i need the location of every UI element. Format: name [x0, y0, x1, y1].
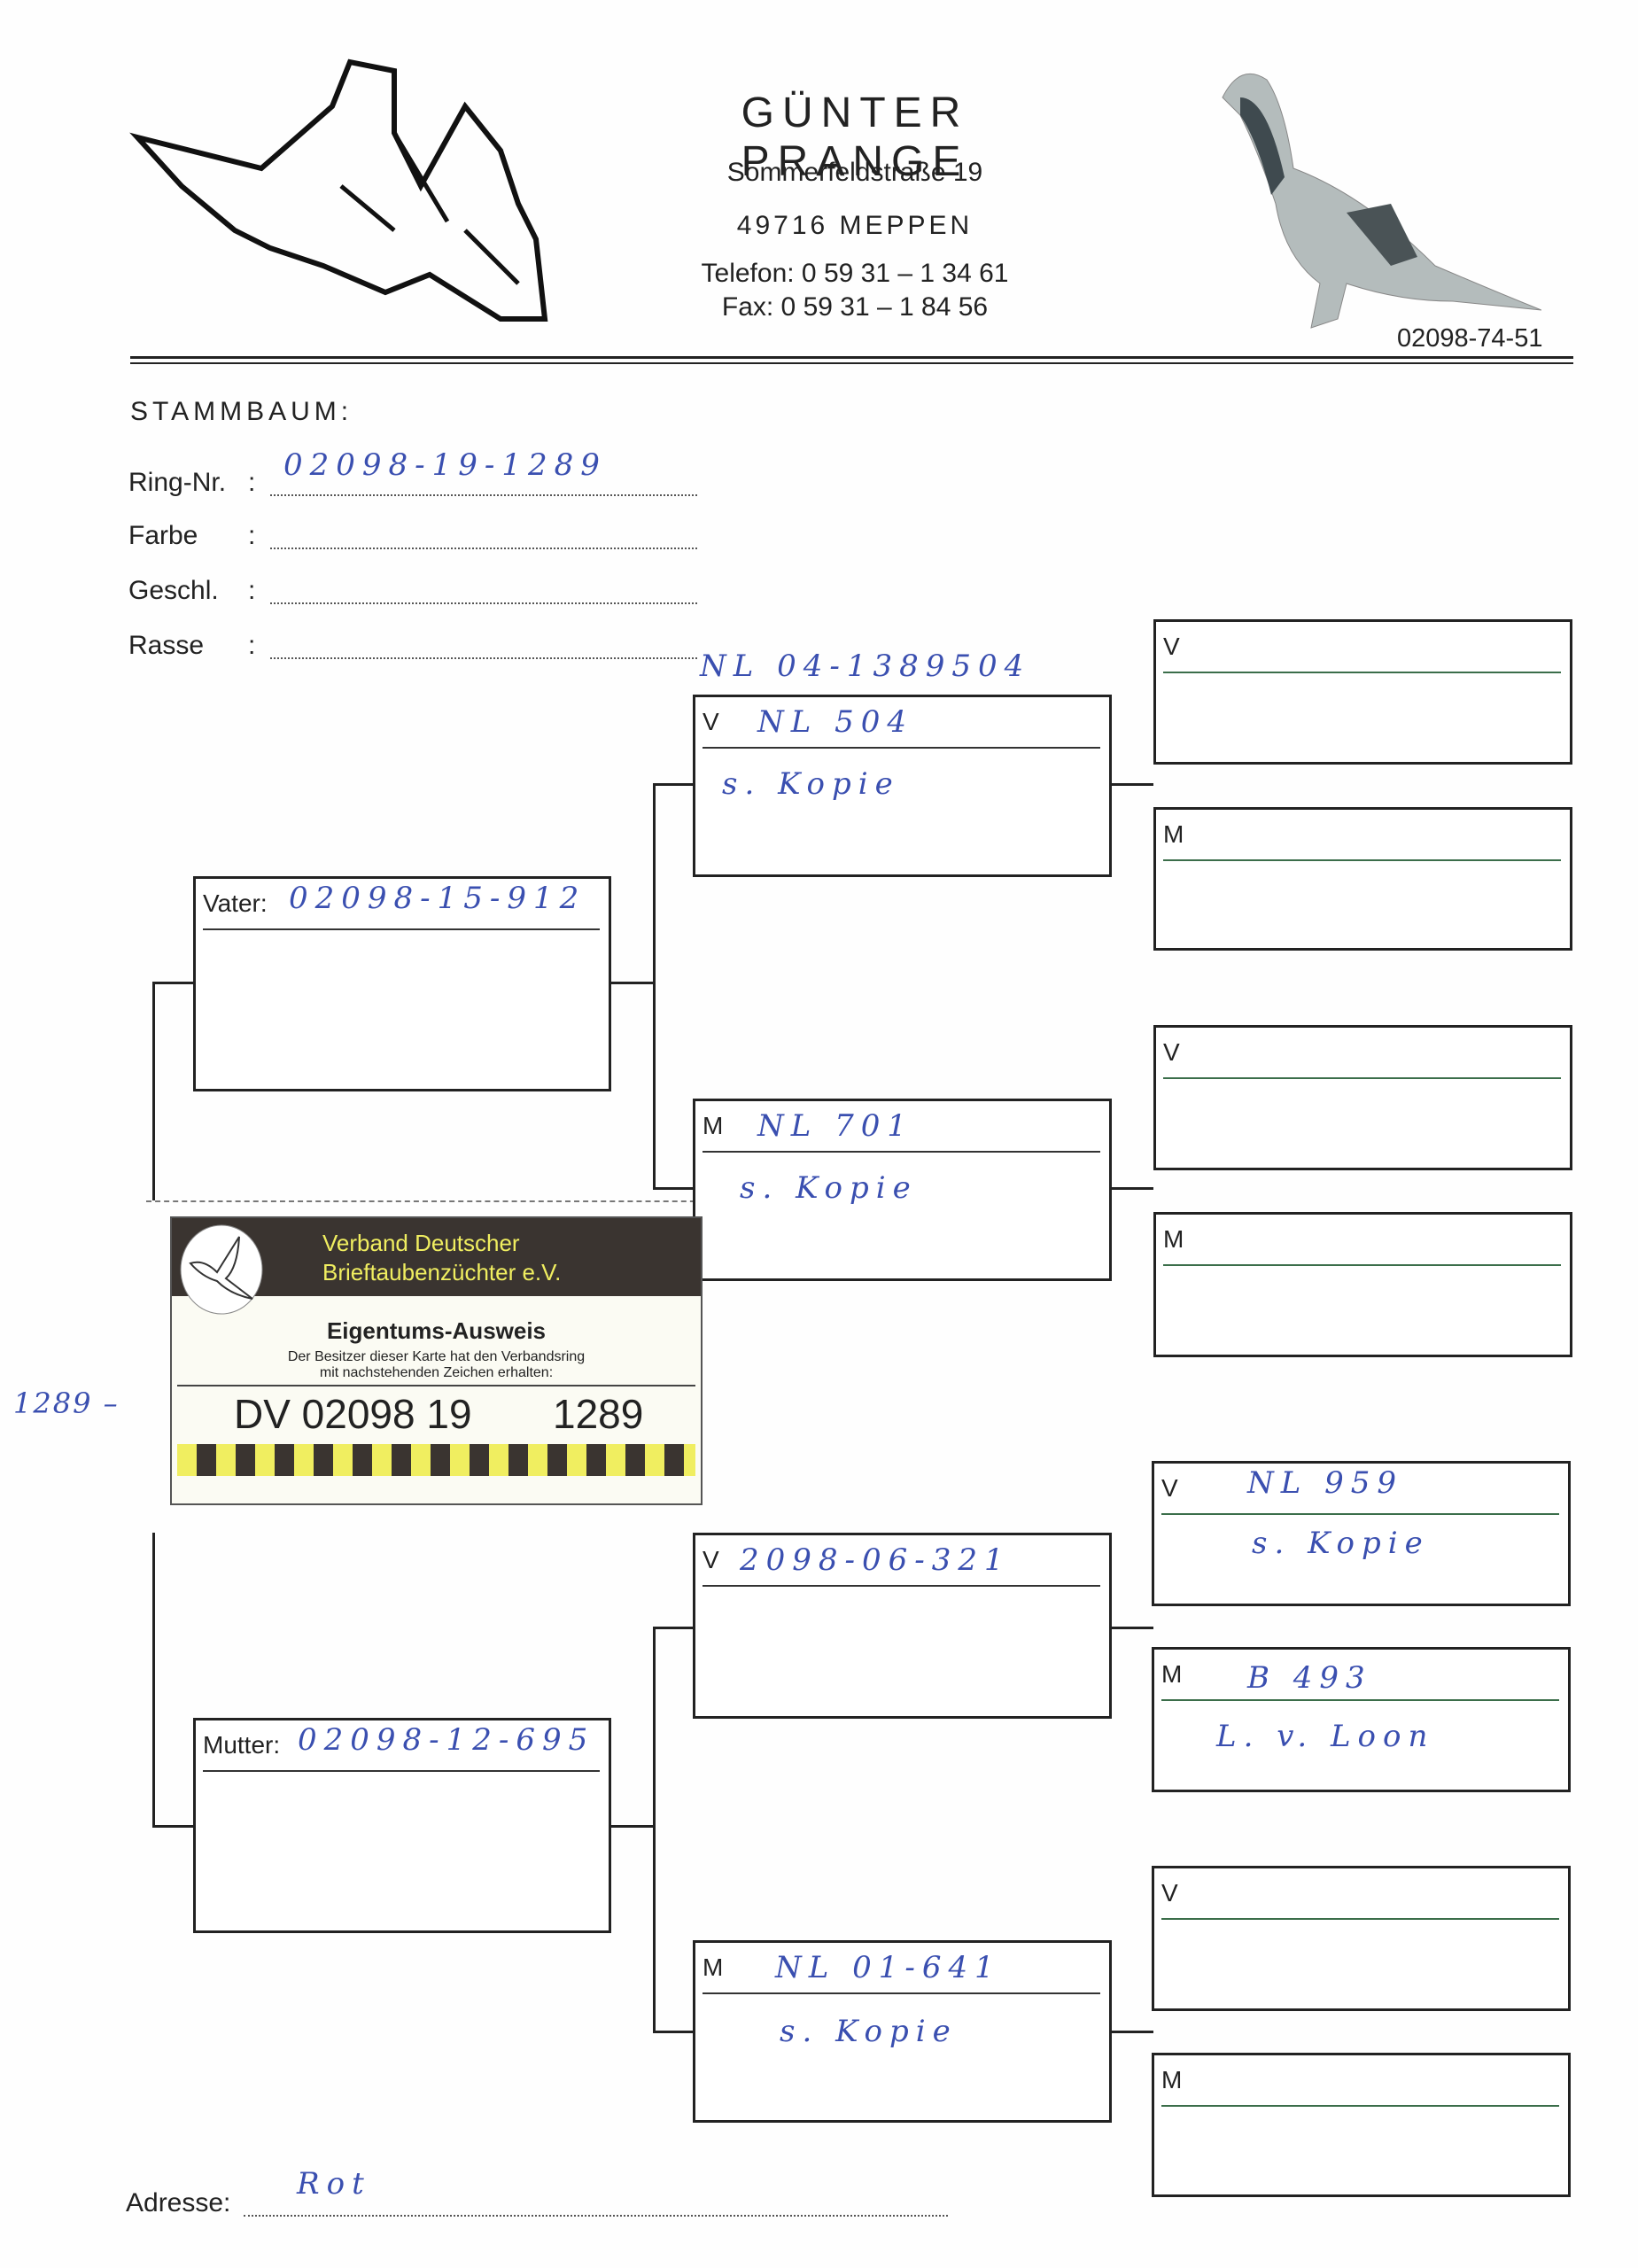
falling-bird-logo [129, 58, 548, 322]
ring-value: B 493 [1247, 1660, 1372, 1696]
great-grandparent-box[interactable]: M [1152, 2053, 1571, 2197]
cut-line [146, 1200, 713, 1202]
connector [653, 2031, 694, 2033]
colon: : [248, 521, 256, 550]
connector [653, 1627, 656, 2032]
grandsire-ring-note: NL 04-1389504 [700, 649, 1031, 684]
box-label: M [703, 1953, 724, 1981]
card-org-line2: Brieftaubenzüchter e.V. [322, 1259, 562, 1285]
ring-value: NL 504 [757, 704, 914, 740]
box-label: V [703, 708, 719, 735]
breeder-name: GÜNTER PRANGE [741, 89, 969, 185]
box-label: V [1161, 1879, 1178, 1907]
ring-label: Ring-Nr. [128, 468, 227, 497]
note: s. Kopie [722, 766, 900, 802]
box-label: M [1163, 1225, 1184, 1253]
card-pattern-band [177, 1444, 695, 1476]
fax: Fax: 0 59 31 – 1 84 56 [721, 292, 989, 322]
card-ring-number: 1289 [553, 1391, 644, 1437]
card-title: Eigentums-Ausweis [326, 1317, 547, 1344]
connector [610, 982, 655, 984]
grandparent-box[interactable]: V 2098-06-321 [693, 1533, 1112, 1719]
connector [1111, 783, 1153, 786]
ring-value: 02098-19-1289 [283, 447, 607, 483]
breed-label: Rasse [128, 631, 205, 660]
card-text2: mit nachstehenden Zeichen erhalten: [319, 1365, 554, 1380]
ring-value: NL 01-641 [775, 1950, 1001, 1985]
colon: : [248, 576, 256, 605]
color-field[interactable] [270, 548, 697, 549]
city: 49716 MEPPEN [736, 211, 974, 240]
address-field[interactable] [244, 2215, 948, 2217]
ring-value: NL 701 [757, 1108, 914, 1144]
address-value: Rot [297, 2166, 371, 2202]
ring-value: 2098-06-321 [740, 1542, 1011, 1578]
great-grandparent-box[interactable]: V [1153, 1025, 1572, 1170]
dove-emblem-icon [180, 1224, 263, 1315]
address-label: Adresse: [126, 2188, 231, 2218]
sex-field[interactable] [270, 602, 697, 604]
great-grandparent-box[interactable]: V NL 959 s. Kopie [1152, 1461, 1571, 1606]
connector [152, 982, 155, 1200]
box-label: V [1163, 1038, 1180, 1066]
mother-ring: 02098-12-695 [298, 1722, 595, 1758]
grandparent-box[interactable]: V NL 504 s. Kopie [693, 695, 1112, 877]
connector [653, 783, 656, 1189]
connector [152, 982, 193, 984]
grandparent-box[interactable]: M NL 01-641 s. Kopie [693, 1940, 1112, 2123]
father-box[interactable]: Vater: 02098-15-912 [193, 876, 611, 1091]
connector [653, 1627, 694, 1629]
box-label: V [703, 1546, 719, 1573]
ring-value: NL 959 [1247, 1465, 1404, 1501]
card-divider [177, 1385, 695, 1386]
street: Sommerfeldstraße 19 [726, 158, 983, 187]
connector [1111, 1627, 1153, 1629]
connector [653, 783, 694, 786]
sex-label: Geschl. [128, 576, 219, 605]
box-label: V [1161, 1474, 1178, 1502]
phone: Telefon: 0 59 31 – 1 34 61 [701, 259, 1009, 288]
note: s. Kopie [1252, 1526, 1430, 1561]
great-grandparent-box[interactable]: M [1153, 807, 1572, 951]
note: s. Kopie [780, 2014, 958, 2049]
box-label: M [1161, 2066, 1183, 2093]
father-label: Vater: [203, 889, 268, 917]
form-title: STAMMBAUM: [130, 397, 353, 426]
connector [1111, 2031, 1153, 2033]
header-divider-thin [130, 362, 1573, 364]
color-label: Farbe [128, 521, 198, 550]
ring-field[interactable] [270, 494, 697, 496]
card-side-note: 1289 – [13, 1386, 120, 1420]
header-divider [130, 356, 1573, 359]
card-ring-code: DV 02098 19 [234, 1391, 472, 1437]
pigeon-photo [1222, 73, 1541, 329]
grandparent-box[interactable]: M NL 701 s. Kopie [693, 1099, 1112, 1281]
great-grandparent-box[interactable]: V [1152, 1866, 1571, 2011]
note: s. Kopie [740, 1170, 918, 1206]
great-grandparent-box[interactable]: V [1153, 619, 1572, 765]
card-text1: Der Besitzer dieser Karte hat den Verban… [287, 1349, 586, 1364]
breeder-code: 02098-74-51 [1397, 324, 1543, 353]
box-label: M [1163, 820, 1184, 848]
box-label: V [1163, 633, 1180, 660]
box-label: M [1161, 1660, 1183, 1688]
connector [152, 1533, 155, 1828]
colon: : [248, 468, 256, 497]
connector [1111, 1187, 1153, 1190]
father-ring: 02098-15-912 [289, 881, 586, 916]
great-grandparent-box[interactable]: M B 493 L. v. Loon [1152, 1647, 1571, 1792]
card-org-line1: Verband Deutscher [322, 1230, 520, 1256]
mother-box[interactable]: Mutter: 02098-12-695 [193, 1718, 611, 1933]
note: L. v. Loon [1216, 1719, 1435, 1754]
colon: : [248, 631, 256, 660]
connector [152, 1825, 193, 1828]
breed-field[interactable] [270, 657, 697, 659]
ownership-card: Verband Deutscher Brieftaubenzüchter e.V… [170, 1216, 703, 1505]
mother-label: Mutter: [203, 1731, 281, 1759]
connector [610, 1825, 655, 1828]
great-grandparent-box[interactable]: M [1153, 1212, 1572, 1357]
box-label: M [703, 1112, 724, 1139]
connector [653, 1187, 694, 1190]
